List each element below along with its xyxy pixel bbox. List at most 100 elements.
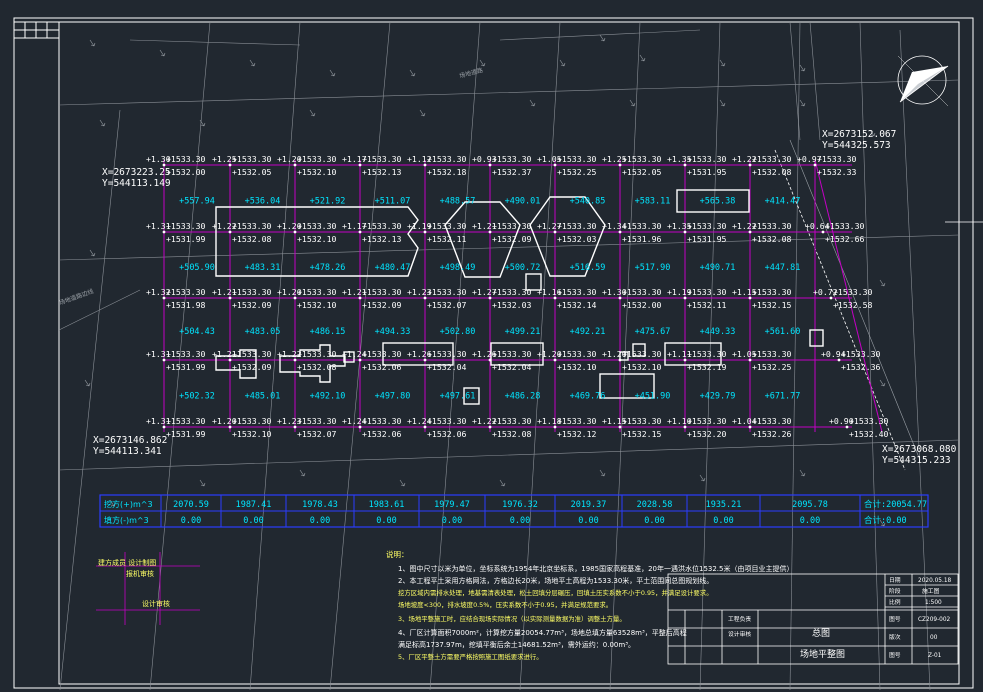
node-existing-elevation: +1532.10 bbox=[232, 429, 272, 439]
coord-br-x: X=2673068.080 bbox=[882, 444, 957, 455]
node-elevation-diff: +1.25 bbox=[212, 154, 237, 164]
node-design-elevation: +1533.30 bbox=[297, 154, 337, 164]
table-cut-value: 0.00 bbox=[310, 516, 330, 526]
slope-arrow-icon bbox=[869, 129, 876, 137]
grid-node: +1.22+1533.30+1532.08 bbox=[277, 349, 337, 372]
node-existing-elevation: +1532.08 bbox=[297, 362, 337, 372]
node-existing-elevation: +1531.95 bbox=[687, 167, 727, 177]
node-existing-elevation: +1532.26 bbox=[752, 429, 792, 439]
grid-node: +1.18+1533.30+1532.12 bbox=[537, 416, 597, 439]
node-design-elevation: +1533.30 bbox=[232, 287, 272, 297]
node-elevation-diff: +1.15 bbox=[732, 287, 757, 297]
node-existing-elevation: +1532.03 bbox=[557, 234, 597, 244]
node-existing-elevation: +1532.66 bbox=[825, 234, 865, 244]
node-existing-elevation: +1531.99 bbox=[166, 429, 206, 439]
node-design-elevation: +1533.30 bbox=[427, 221, 467, 231]
grid-node: +1.19+1533.30+1532.11 bbox=[407, 221, 467, 244]
slope-arrow-icon bbox=[399, 479, 406, 487]
building-outline bbox=[215, 206, 419, 277]
background-line bbox=[899, 29, 931, 691]
background-line bbox=[58, 439, 960, 471]
node-elevation-diff: +1.21 bbox=[472, 221, 497, 231]
node-elevation-diff: +1.22 bbox=[472, 416, 497, 426]
coord-tl-x: X=2673223.25 bbox=[102, 167, 171, 178]
slope-arrow-icon bbox=[299, 469, 306, 477]
grid-node-dot bbox=[423, 358, 427, 362]
table-fill-value: 1976.32 bbox=[502, 500, 538, 510]
node-design-elevation: +1533.30 bbox=[817, 154, 857, 164]
node-elevation-diff: +1.24 bbox=[342, 349, 367, 359]
node-design-elevation: +1533.30 bbox=[427, 287, 467, 297]
node-design-elevation: +1533.30 bbox=[297, 287, 337, 297]
node-existing-elevation: +1532.13 bbox=[362, 167, 402, 177]
slope-arrow-icon bbox=[529, 99, 536, 107]
site-boundary-line bbox=[774, 149, 906, 471]
coordinate-top-left: X=2673223.25 Y=544113.149 bbox=[102, 167, 171, 189]
node-elevation-diff: +1.05 bbox=[537, 154, 562, 164]
node-design-elevation: +1533.30 bbox=[687, 154, 727, 164]
grid-edge-line bbox=[814, 159, 883, 433]
grid-node: +1.05+1533.30+1532.25 bbox=[537, 154, 597, 177]
cell-volume-label: +490.01 bbox=[505, 197, 541, 207]
cell-volume-label: +492.10 bbox=[310, 392, 346, 402]
cell-volume-label: +483.05 bbox=[245, 327, 281, 337]
note-line-8: 5、厂区平整土方需要严格按照施工图纸要求进行。 bbox=[398, 652, 543, 661]
node-elevation-diff: +1.23 bbox=[407, 287, 432, 297]
node-existing-elevation: +1532.07 bbox=[427, 300, 467, 310]
node-design-elevation: +1533.30 bbox=[557, 154, 597, 164]
margin-stamp-grid bbox=[14, 22, 59, 39]
cell-volume-label: +490.71 bbox=[700, 263, 736, 273]
cell-volume-label: +536.04 bbox=[245, 197, 281, 207]
node-elevation-diff: +1.24 bbox=[342, 416, 367, 426]
cell-volume-label: +500.72 bbox=[505, 263, 541, 273]
slope-arrow-icon bbox=[199, 479, 206, 487]
node-elevation-diff: +1.20 bbox=[602, 349, 627, 359]
note-line-6: 4、厂区计算面积7000m²，计算挖方量20054.77m³，场地总填方量635… bbox=[398, 628, 687, 637]
node-design-elevation: +1533.30 bbox=[622, 287, 662, 297]
background-line bbox=[699, 21, 721, 691]
grid-node-dot bbox=[488, 425, 492, 429]
tb-drawing-no-label: 图号 bbox=[889, 615, 901, 623]
grid-node: +1.15+1533.30+1532.15 bbox=[732, 287, 792, 310]
node-elevation-diff: +1.15 bbox=[602, 416, 627, 426]
tb-version-label: 版次 bbox=[889, 633, 901, 641]
road-edge-line bbox=[789, 139, 921, 461]
table-total-cut: 合计:0.00 bbox=[864, 515, 907, 526]
slope-arrow-icon bbox=[89, 39, 96, 47]
grid-node: +1.20+1533.30+1532.10 bbox=[602, 349, 662, 372]
node-elevation-diff: +0.94 bbox=[821, 349, 846, 359]
node-existing-elevation: +1532.33 bbox=[817, 167, 857, 177]
node-existing-elevation: +1531.96 bbox=[622, 234, 662, 244]
table-cut-value: 0.00 bbox=[510, 516, 530, 526]
tb-role-1: 工程负责 bbox=[728, 615, 751, 623]
background-line bbox=[789, 21, 801, 691]
grid-node-dot bbox=[488, 230, 492, 234]
grid-node: +1.20+1533.30+1532.10 bbox=[277, 221, 337, 244]
cell-volume-label: +485.01 bbox=[245, 392, 281, 402]
grid-node-dot bbox=[618, 296, 622, 300]
node-elevation-diff: +1.19 bbox=[407, 221, 432, 231]
grid-node-dot bbox=[162, 358, 166, 362]
cell-volume-label: +486.28 bbox=[505, 392, 541, 402]
grid-node-dot bbox=[618, 358, 622, 362]
grid-node-dot bbox=[358, 230, 362, 234]
grid-node-dot bbox=[423, 296, 427, 300]
node-elevation-diff: +1.05 bbox=[732, 349, 757, 359]
node-elevation-diff: +1.17 bbox=[342, 221, 367, 231]
tb-role-2: 设计审核 bbox=[728, 630, 751, 638]
grid-node: +1.12+1533.30+1532.18 bbox=[407, 154, 467, 177]
node-design-elevation: +1533.30 bbox=[427, 154, 467, 164]
cell-volume-label: +504.43 bbox=[179, 327, 215, 337]
node-design-elevation: +1533.30 bbox=[297, 349, 337, 359]
table-fill-value: 1978.43 bbox=[302, 500, 338, 510]
node-existing-elevation: +1532.08 bbox=[752, 167, 792, 177]
grid-node-dot bbox=[553, 425, 557, 429]
grid-node-dot bbox=[162, 425, 166, 429]
background-line bbox=[58, 289, 141, 331]
tb-title-main: 总图 bbox=[812, 627, 830, 639]
slope-arrow-icon bbox=[599, 34, 606, 42]
node-existing-elevation: +1532.08 bbox=[232, 234, 272, 244]
node-design-elevation: +1533.30 bbox=[427, 349, 467, 359]
cell-volume-label: +671.77 bbox=[765, 392, 801, 402]
